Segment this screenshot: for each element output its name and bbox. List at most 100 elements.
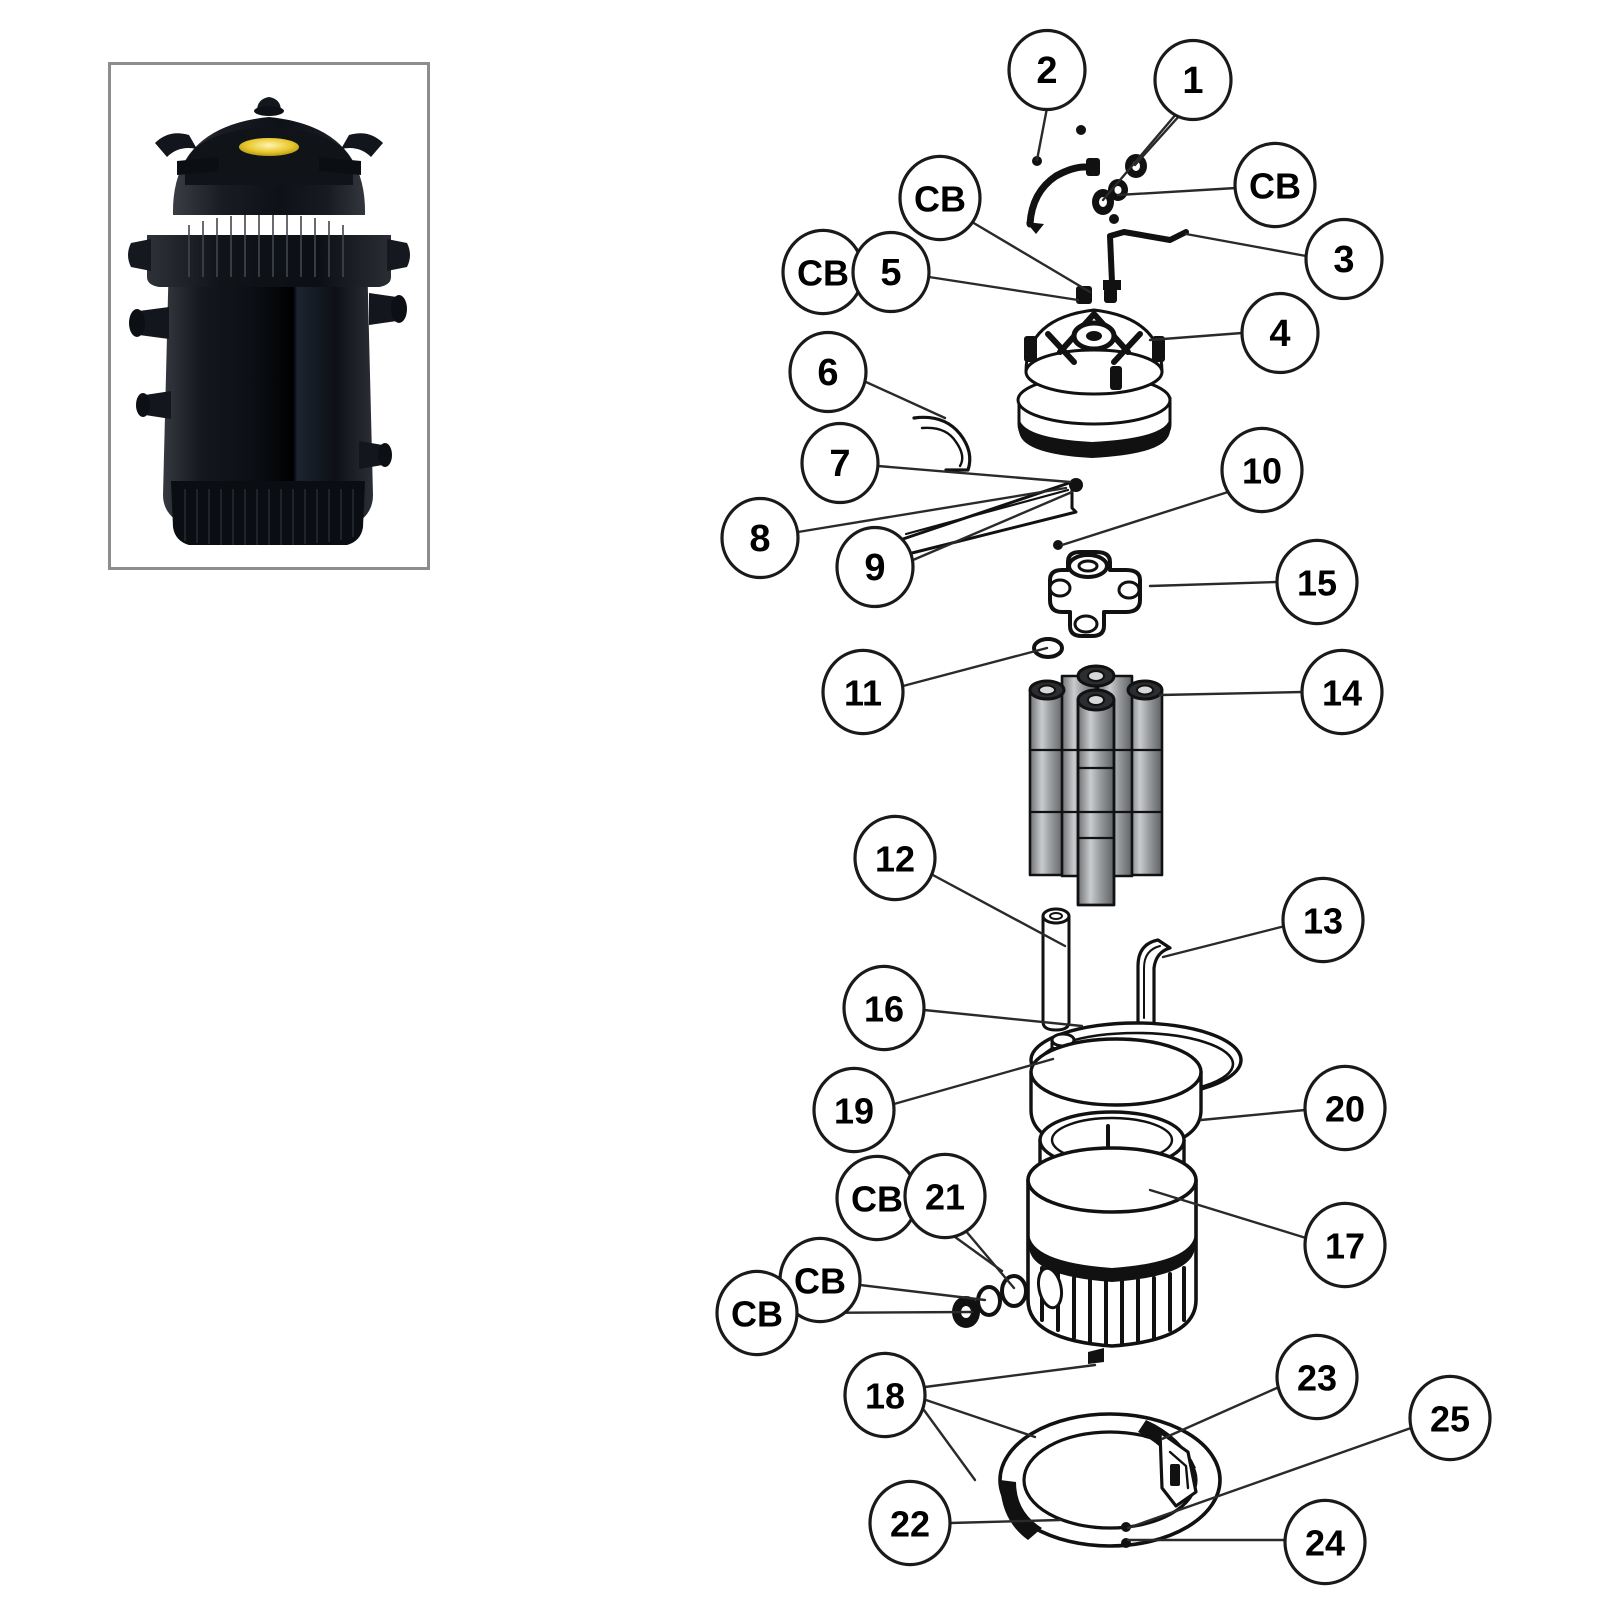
callout-circle (853, 814, 937, 902)
callout-label: 18 (865, 1376, 905, 1417)
callout-circle (812, 1066, 896, 1154)
callout-15[interactable]: 15 (1275, 538, 1359, 626)
callout-24[interactable]: 24 (1283, 1498, 1367, 1586)
callout-label: CB (851, 1179, 903, 1220)
callout-circle (1300, 648, 1384, 736)
callout-circle (898, 154, 982, 242)
part-14-cartridge-set (1028, 664, 1164, 907)
part-3-lever (1107, 229, 1189, 285)
clamp-band-dark-seg (1000, 1480, 1042, 1540)
callout-7[interactable]: 7 (800, 421, 880, 505)
collar-ear-right (387, 239, 410, 271)
callout-3[interactable]: 3 (1304, 217, 1384, 301)
callout-cb[interactable]: CB (778, 1236, 862, 1324)
callout-25[interactable]: 25 (1408, 1374, 1492, 1462)
callout-5[interactable]: 5 (851, 230, 931, 314)
callout-circle (1303, 1201, 1387, 1289)
callout-4[interactable]: 4 (1240, 291, 1320, 375)
part-22-clamp-band (998, 1412, 1222, 1548)
callout-2[interactable]: 2 (1007, 28, 1087, 112)
callout-14[interactable]: 14 (1300, 648, 1384, 736)
callout-circle (1283, 1498, 1367, 1586)
leader-line-1 (1101, 111, 1179, 202)
callout-circle (1303, 1064, 1387, 1152)
leader-line-11 (901, 646, 1049, 688)
port-fittings (129, 293, 407, 469)
leader-line-5 (927, 275, 1080, 302)
callout-label: 9 (864, 547, 885, 589)
callout-circle (720, 496, 800, 580)
part-4-manifold (1016, 286, 1172, 458)
callout-9[interactable]: 9 (835, 525, 915, 609)
callout-label: 1 (1182, 60, 1203, 102)
leader-line-13 (1161, 924, 1287, 959)
leader-line-16 (922, 1008, 1084, 1028)
callout-circle (1007, 28, 1087, 112)
callout-17[interactable]: 17 (1303, 1201, 1387, 1289)
callout-label: 23 (1297, 1358, 1337, 1399)
callout-circle (1275, 1333, 1359, 1421)
callout-circle (715, 1269, 799, 1357)
part-12-standpipe (1041, 907, 1071, 1032)
callout-label: 13 (1303, 901, 1343, 942)
leader-line-20 (1199, 1108, 1307, 1122)
callout-23[interactable]: 23 (1275, 1333, 1359, 1421)
callout-8[interactable]: 8 (720, 496, 800, 580)
pin-dot-b (1109, 214, 1119, 224)
leader-line-25 (1126, 1426, 1413, 1530)
callout-label: 22 (890, 1504, 930, 1545)
callout-label: 5 (880, 252, 901, 294)
callout-18[interactable]: 18 (843, 1351, 927, 1439)
part-10-pin (1053, 540, 1063, 550)
callout-circle (1240, 291, 1320, 375)
part-25-bolt (1121, 1522, 1131, 1532)
callout-circle (1408, 1374, 1492, 1462)
callout-6[interactable]: 6 (788, 330, 868, 414)
callout-circle (851, 230, 931, 314)
leader-lines (795, 106, 1413, 1542)
leader-line-18 (919, 1404, 977, 1482)
callout-circle (1304, 217, 1384, 301)
part-2-highlight (1036, 172, 1092, 224)
callout-circle (835, 525, 915, 609)
callout-13[interactable]: 13 (1281, 876, 1365, 964)
callout-label: 21 (925, 1177, 965, 1218)
callout-label: CB (1249, 166, 1301, 207)
callout-12[interactable]: 12 (853, 814, 937, 902)
callout-label: 4 (1269, 313, 1290, 355)
part-18-tank-body (1026, 1110, 1198, 1364)
leader-line-4 (1148, 331, 1244, 342)
callout-21[interactable]: 21 (903, 1152, 987, 1240)
part-artwork (894, 125, 1243, 1548)
callout-circle (1281, 876, 1365, 964)
lid-handle-left (155, 133, 197, 157)
callout-16[interactable]: 16 (842, 964, 926, 1052)
leader-line-CB (1116, 186, 1238, 197)
part-cb-o-ring (976, 1285, 1002, 1317)
callout-cb[interactable]: CB (715, 1269, 799, 1357)
callout-11[interactable]: 11 (821, 648, 905, 736)
callout-19[interactable]: 19 (812, 1066, 896, 1154)
callout-label: 16 (864, 989, 904, 1030)
product-photo-panel (108, 62, 430, 570)
callout-label: 24 (1305, 1523, 1345, 1564)
callout-label: 11 (844, 673, 882, 714)
callout-label: 12 (875, 839, 915, 880)
callout-label: 10 (1242, 451, 1282, 492)
part-8-9-bracket (894, 480, 1078, 558)
callout-circle (1275, 538, 1359, 626)
leader-line-14 (1158, 690, 1304, 697)
tank-body (163, 255, 373, 527)
callout-22[interactable]: 22 (868, 1479, 952, 1567)
part-21-o-ring (1000, 1274, 1028, 1308)
callout-cb[interactable]: CB (898, 154, 982, 242)
leader-line-15 (1148, 580, 1279, 588)
callout-cb[interactable]: CB (1233, 141, 1317, 229)
leader-line-9 (911, 490, 1074, 562)
callout-cb[interactable]: CB (781, 228, 865, 316)
callout-20[interactable]: 20 (1303, 1064, 1387, 1152)
callout-10[interactable]: 10 (1220, 426, 1304, 514)
callout-1[interactable]: 1 (1153, 38, 1233, 122)
product-photo-image (111, 65, 427, 567)
skirt-ribs (184, 489, 354, 545)
